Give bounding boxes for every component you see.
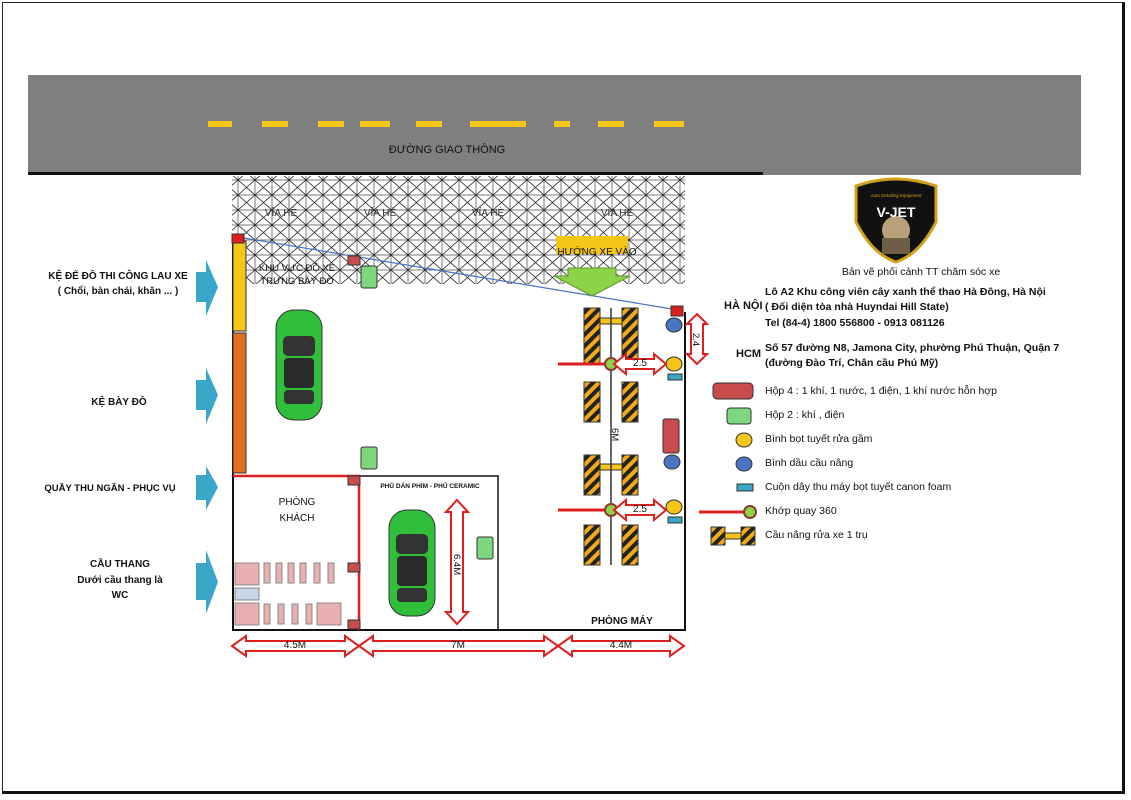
legend-item: Bình bọt tuyết rửa gầm bbox=[765, 433, 873, 445]
film-room-wall bbox=[359, 475, 499, 630]
front-line bbox=[237, 236, 679, 311]
entrance-sign bbox=[556, 236, 628, 254]
dim-side: 2.4 bbox=[690, 333, 701, 347]
legend-swivel-joint bbox=[743, 505, 757, 519]
legend-item: Cầu nâng rửa xe 1 trụ bbox=[765, 529, 868, 541]
road-dash bbox=[470, 121, 526, 127]
dim-w1: 4.5M bbox=[283, 640, 307, 651]
dim-gap-bottom: 2.5 bbox=[633, 504, 647, 515]
road-dash bbox=[318, 121, 344, 127]
tools-shelf bbox=[232, 240, 247, 332]
dim-lift-spacing: 6M bbox=[609, 428, 620, 442]
hanoi-address: Lô A2 Khu công viên cây xanh thể thao Hà… bbox=[765, 286, 1046, 298]
road-dash bbox=[598, 121, 624, 127]
hanoi-tag: HÀ NỘI bbox=[724, 300, 763, 312]
legend-box4-swatch bbox=[712, 382, 754, 400]
dim-film-len: 6.4M bbox=[451, 554, 462, 576]
display-shelf bbox=[232, 332, 247, 474]
sidewalk bbox=[232, 176, 685, 284]
hanoi-phone: Tel (84-4) 1800 556800 - 0913 081126 bbox=[765, 317, 945, 329]
road-dash bbox=[360, 121, 390, 127]
legend-item: Cuộn dây thu máy bọt tuyết canon foam bbox=[765, 481, 952, 493]
box4 bbox=[662, 418, 680, 454]
box4-marker bbox=[670, 305, 684, 317]
legend-item: Khớp quay 360 bbox=[765, 505, 837, 517]
display-shelf-label: KỆ BÀY ĐỒ bbox=[91, 397, 147, 408]
brand-name: V-JET bbox=[876, 204, 916, 220]
dim-w2: 7M bbox=[451, 640, 465, 651]
sidewalk-label: VỈA HÈ bbox=[471, 208, 505, 219]
road-dash bbox=[416, 121, 442, 127]
furniture bbox=[234, 562, 260, 586]
box2 bbox=[360, 265, 378, 289]
display-area-label: TRƯNG BÀY ĐỒ bbox=[260, 276, 334, 287]
road-dash bbox=[208, 121, 232, 127]
guest-room-label: PHÒNG bbox=[278, 497, 316, 508]
legend-box2-swatch bbox=[726, 407, 752, 425]
box4-marker bbox=[347, 619, 361, 630]
box4-marker bbox=[347, 475, 361, 486]
stairs-label: Dưới cầu thang là bbox=[77, 575, 163, 586]
brand-tagline: Auto Detailing Equipment bbox=[870, 193, 922, 198]
box4-marker bbox=[231, 233, 245, 244]
road-dash bbox=[654, 121, 684, 127]
oil-tank bbox=[665, 317, 683, 333]
box2 bbox=[360, 446, 378, 470]
entrance-label: HƯỚNG XE VÀO bbox=[557, 247, 637, 258]
tools-shelf-sublabel: ( Chổi, bàn chải, khăn ... ) bbox=[57, 286, 179, 297]
road-dash bbox=[554, 121, 570, 127]
legend-hose-reel-swatch bbox=[736, 483, 754, 492]
machine-room-label: PHÒNG MÁY bbox=[591, 616, 653, 627]
car-display bbox=[275, 309, 323, 421]
dim-w3: 4.4M bbox=[609, 640, 633, 651]
box2 bbox=[476, 536, 494, 560]
box4-marker bbox=[347, 255, 361, 266]
furniture bbox=[234, 587, 260, 601]
dim-gap-top: 2.5 bbox=[633, 358, 647, 369]
display-area-label: KHU VỰC ĐỘ XE bbox=[258, 263, 336, 274]
legend-oil-tank-swatch bbox=[735, 456, 753, 472]
guest-room-label: KHÁCH bbox=[279, 513, 315, 524]
hcm-address-note: (đường Đào Trí, Chân cầu Phú Mỹ) bbox=[765, 357, 939, 369]
legend-item: Hộp 2 : khí , điện bbox=[765, 409, 845, 421]
legend-foam-tank-swatch bbox=[735, 432, 753, 448]
tools-shelf-label: KỆ ĐỂ ĐỒ THI CÔNG LAU XE bbox=[48, 271, 188, 282]
legend-item: Hộp 4 : 1 khí, 1 nước, 1 điện, 1 khí nướ… bbox=[765, 385, 998, 397]
stairs-label: CẦU THANG bbox=[90, 559, 150, 570]
hcm-address: Số 57 đường N8, Jamona City, phường Phú … bbox=[765, 342, 1060, 354]
road-edge bbox=[28, 172, 763, 175]
legend-item: Bình dầu cầu nâng bbox=[765, 457, 854, 469]
car-lift bbox=[583, 454, 639, 566]
plan-title: Bản vẽ phối cảnh TT chăm sóc xe bbox=[841, 266, 1001, 278]
hose-reel bbox=[667, 516, 683, 524]
hose-reel bbox=[667, 373, 683, 381]
stairs-label: WC bbox=[111, 590, 129, 601]
left-arrows bbox=[196, 260, 218, 614]
box4-marker bbox=[347, 562, 361, 573]
film-room-label: PHỦ DÁN PHIM - PHỦ CERAMIC bbox=[380, 483, 480, 490]
furniture bbox=[234, 602, 260, 626]
hcm-tag: HCM bbox=[736, 348, 762, 360]
hanoi-address-note: ( Đối diện tòa nhà Huyndai Hill State) bbox=[765, 301, 949, 313]
v-jet-logo bbox=[854, 177, 938, 264]
foam-tank bbox=[665, 499, 683, 515]
cashier-label: QUẦY THU NGÂN - PHỤC VỤ bbox=[44, 483, 176, 494]
car-lift bbox=[583, 307, 639, 423]
entrance-arrow bbox=[553, 267, 631, 297]
furniture bbox=[316, 602, 342, 626]
foam-tank bbox=[665, 356, 683, 372]
sidewalk-label: VỈA HÈ bbox=[600, 208, 634, 219]
road-label: ĐƯỜNG GIAO THÔNG bbox=[388, 144, 506, 156]
car-film-room bbox=[388, 509, 436, 617]
sidewalk-label: VỈA HÈ bbox=[264, 208, 298, 219]
sidewalk-label: VỈA HÈ bbox=[363, 208, 397, 219]
dimension-arrows bbox=[230, 312, 710, 658]
legend-lift-swatch bbox=[710, 526, 756, 546]
oil-tank bbox=[663, 454, 681, 470]
road-dash bbox=[262, 121, 288, 127]
